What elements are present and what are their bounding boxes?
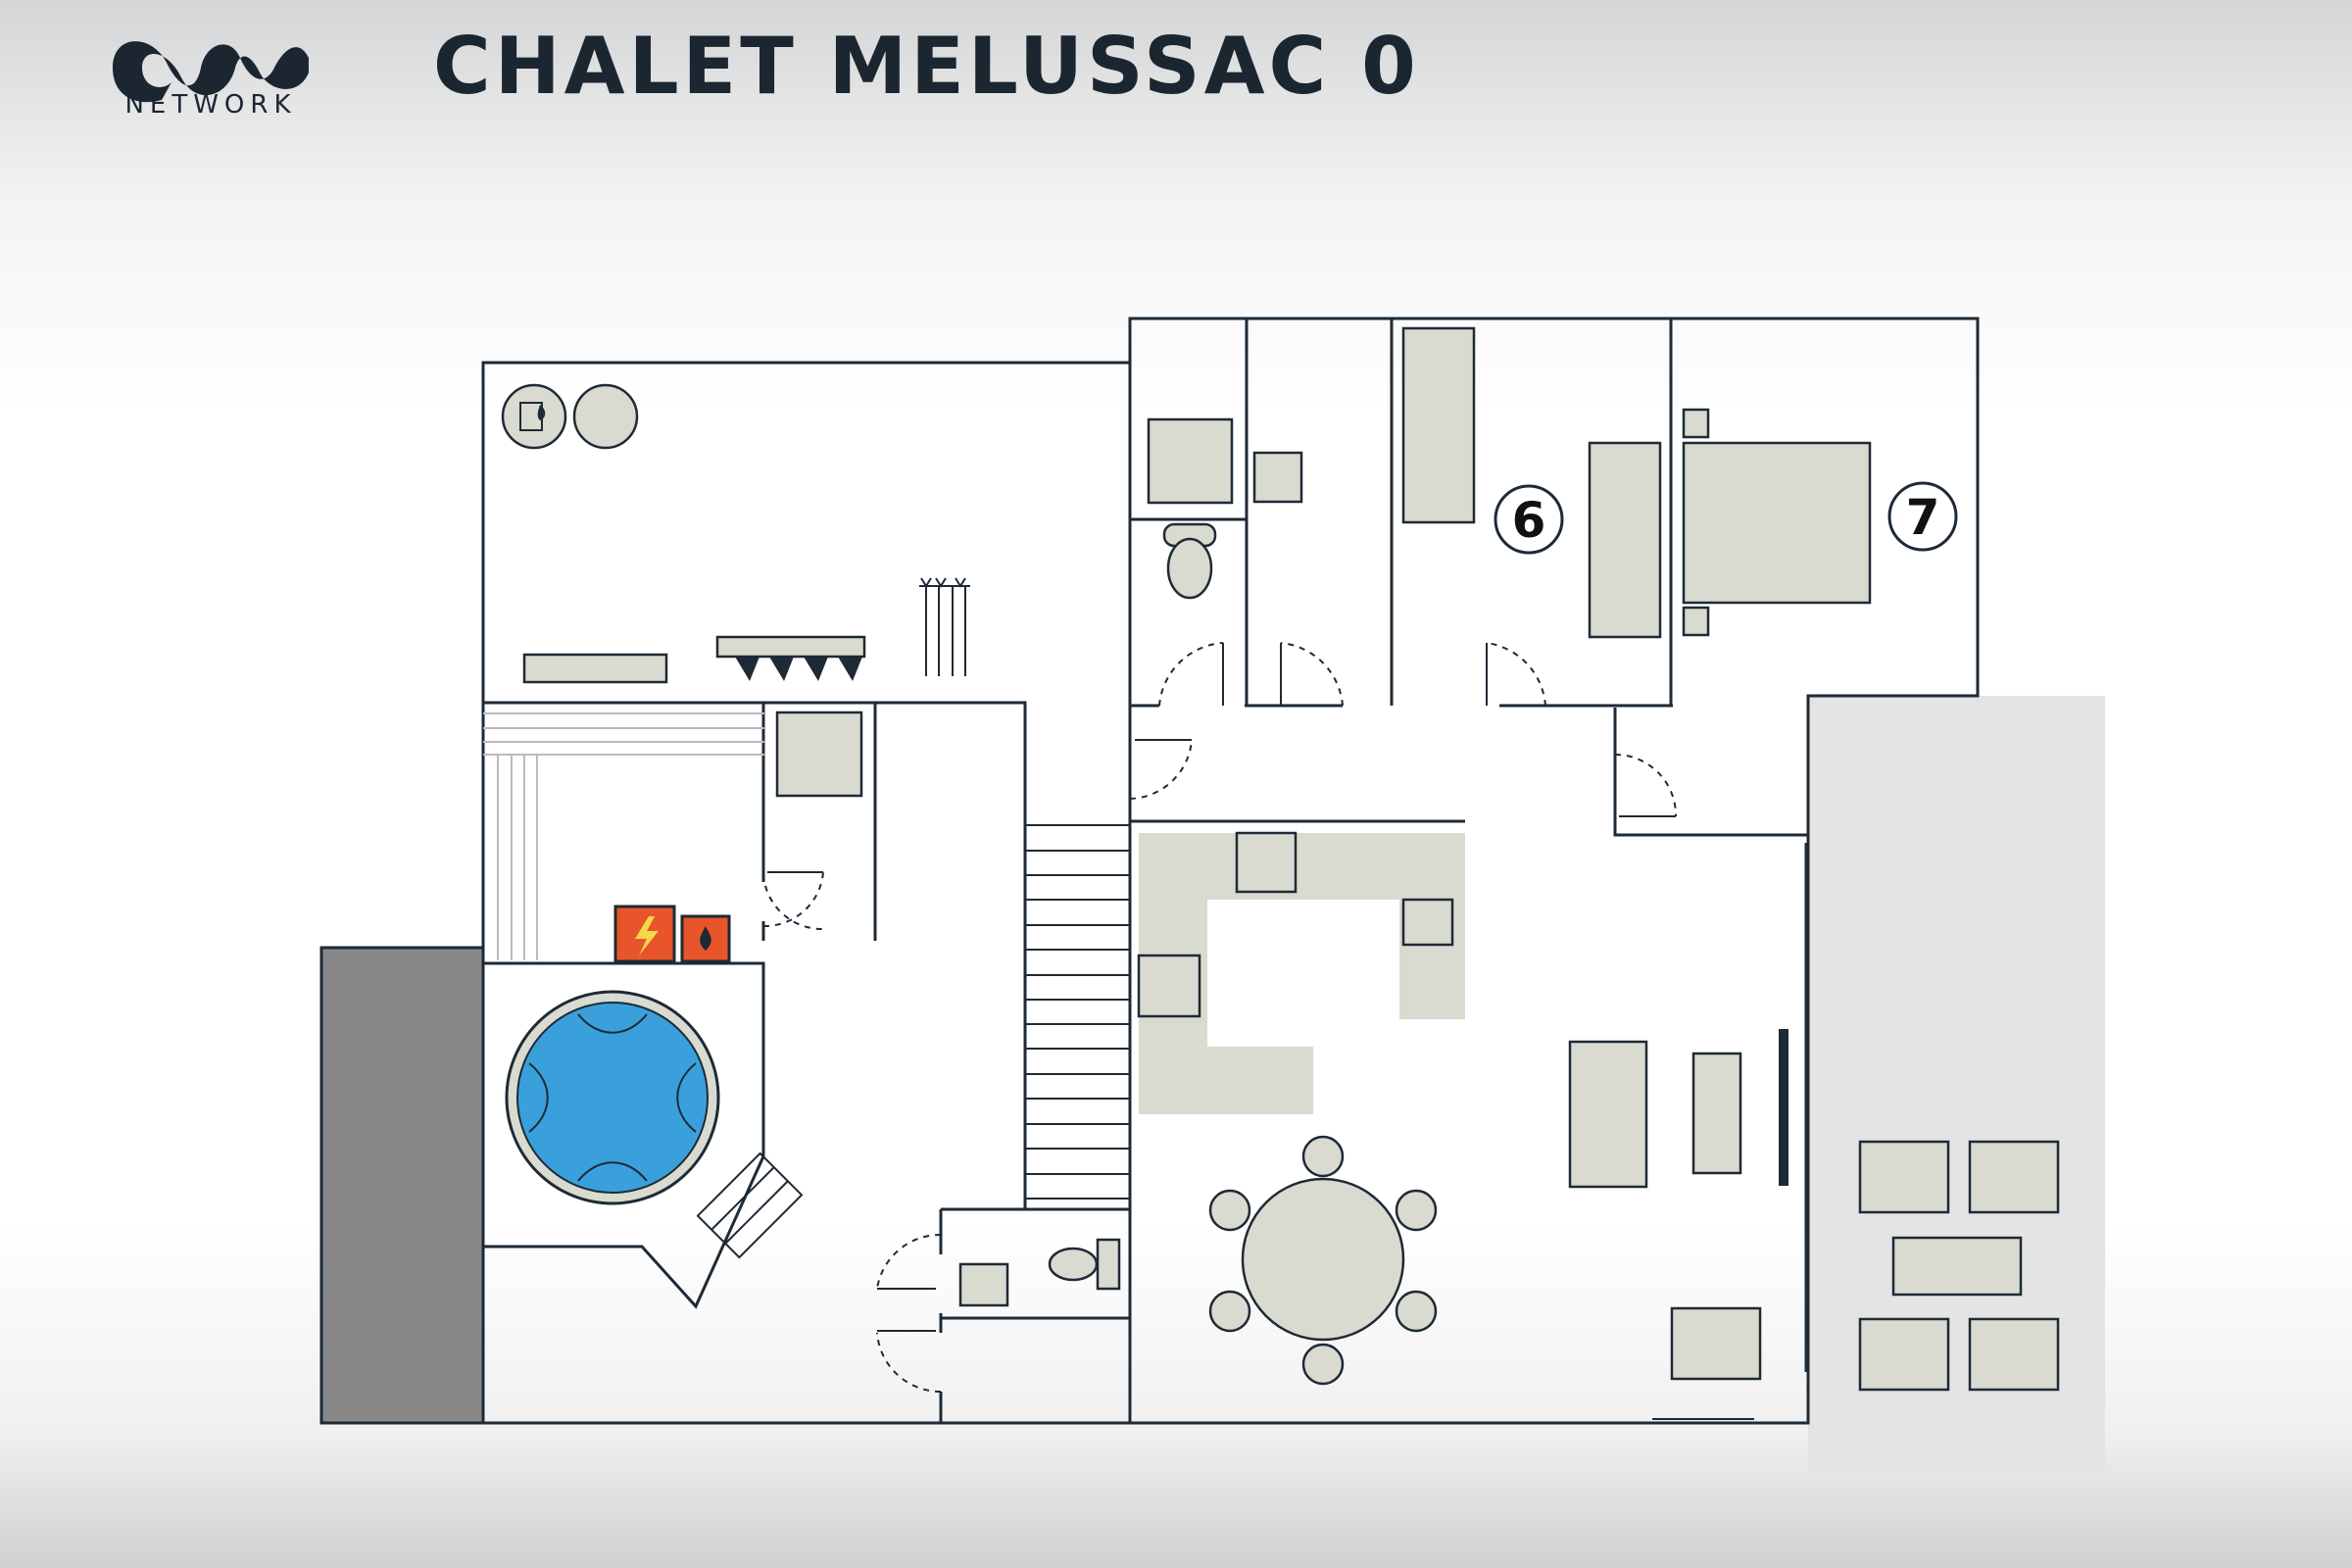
flame-icon bbox=[519, 402, 546, 431]
kitchen-counter bbox=[1139, 833, 1465, 1114]
dining-chairs bbox=[1208, 1135, 1438, 1386]
boiler-icon bbox=[501, 383, 567, 450]
tank-icon bbox=[572, 383, 639, 450]
kitchen-sink-icon bbox=[1401, 898, 1454, 947]
boot-dryer-icon bbox=[715, 635, 866, 681]
armchair-icon bbox=[1670, 1306, 1762, 1381]
brand-name: NETWORK bbox=[124, 90, 297, 120]
water-drop-icon bbox=[680, 914, 731, 963]
nightstand-icon-2 bbox=[1682, 606, 1710, 637]
terrace bbox=[1808, 696, 2105, 1470]
coffee-table-icon bbox=[1691, 1052, 1742, 1175]
shower-tray-2 bbox=[1147, 417, 1234, 505]
shower-door bbox=[762, 873, 824, 931]
sink-icon bbox=[958, 1262, 1009, 1307]
shower-tray bbox=[775, 710, 863, 798]
brand-logo-mark bbox=[113, 41, 309, 103]
spa-deck bbox=[483, 961, 765, 1309]
sofa-icon bbox=[1568, 1040, 1648, 1189]
washbasin-icon bbox=[1252, 451, 1303, 504]
terrace-furniture bbox=[1858, 1140, 2060, 1392]
bed-icon-2 bbox=[1588, 441, 1662, 639]
ski-rack-icon bbox=[919, 577, 970, 676]
double-bed-icon bbox=[1682, 441, 1872, 605]
tv-icon bbox=[1779, 1029, 1788, 1186]
lightning-icon bbox=[613, 905, 676, 963]
spa-steps bbox=[696, 1152, 804, 1259]
room-number-7: 7 bbox=[1906, 489, 1940, 546]
room-number-6: 6 bbox=[1512, 492, 1546, 549]
room-badge-7 bbox=[1887, 481, 1958, 552]
toilet-icon bbox=[1048, 1238, 1121, 1291]
doors bbox=[762, 642, 1754, 1424]
bed-icon bbox=[1401, 326, 1476, 524]
toilet-icon-2 bbox=[1162, 522, 1217, 600]
round-table-icon bbox=[1241, 1177, 1405, 1342]
cooktop-icon bbox=[1137, 954, 1201, 1018]
room-badge-6 bbox=[1494, 484, 1564, 555]
page-title: CHALET MELUSSAC 0 bbox=[433, 21, 1420, 112]
bench-icon bbox=[522, 653, 668, 684]
nightstand-icon bbox=[1682, 408, 1710, 439]
hot-tub-water bbox=[516, 1002, 709, 1194]
side-strip bbox=[319, 946, 485, 1425]
oven-icon bbox=[1235, 831, 1298, 894]
hot-tub-seats bbox=[528, 1013, 697, 1182]
staircase bbox=[1025, 824, 1130, 1200]
sauna bbox=[483, 712, 764, 960]
